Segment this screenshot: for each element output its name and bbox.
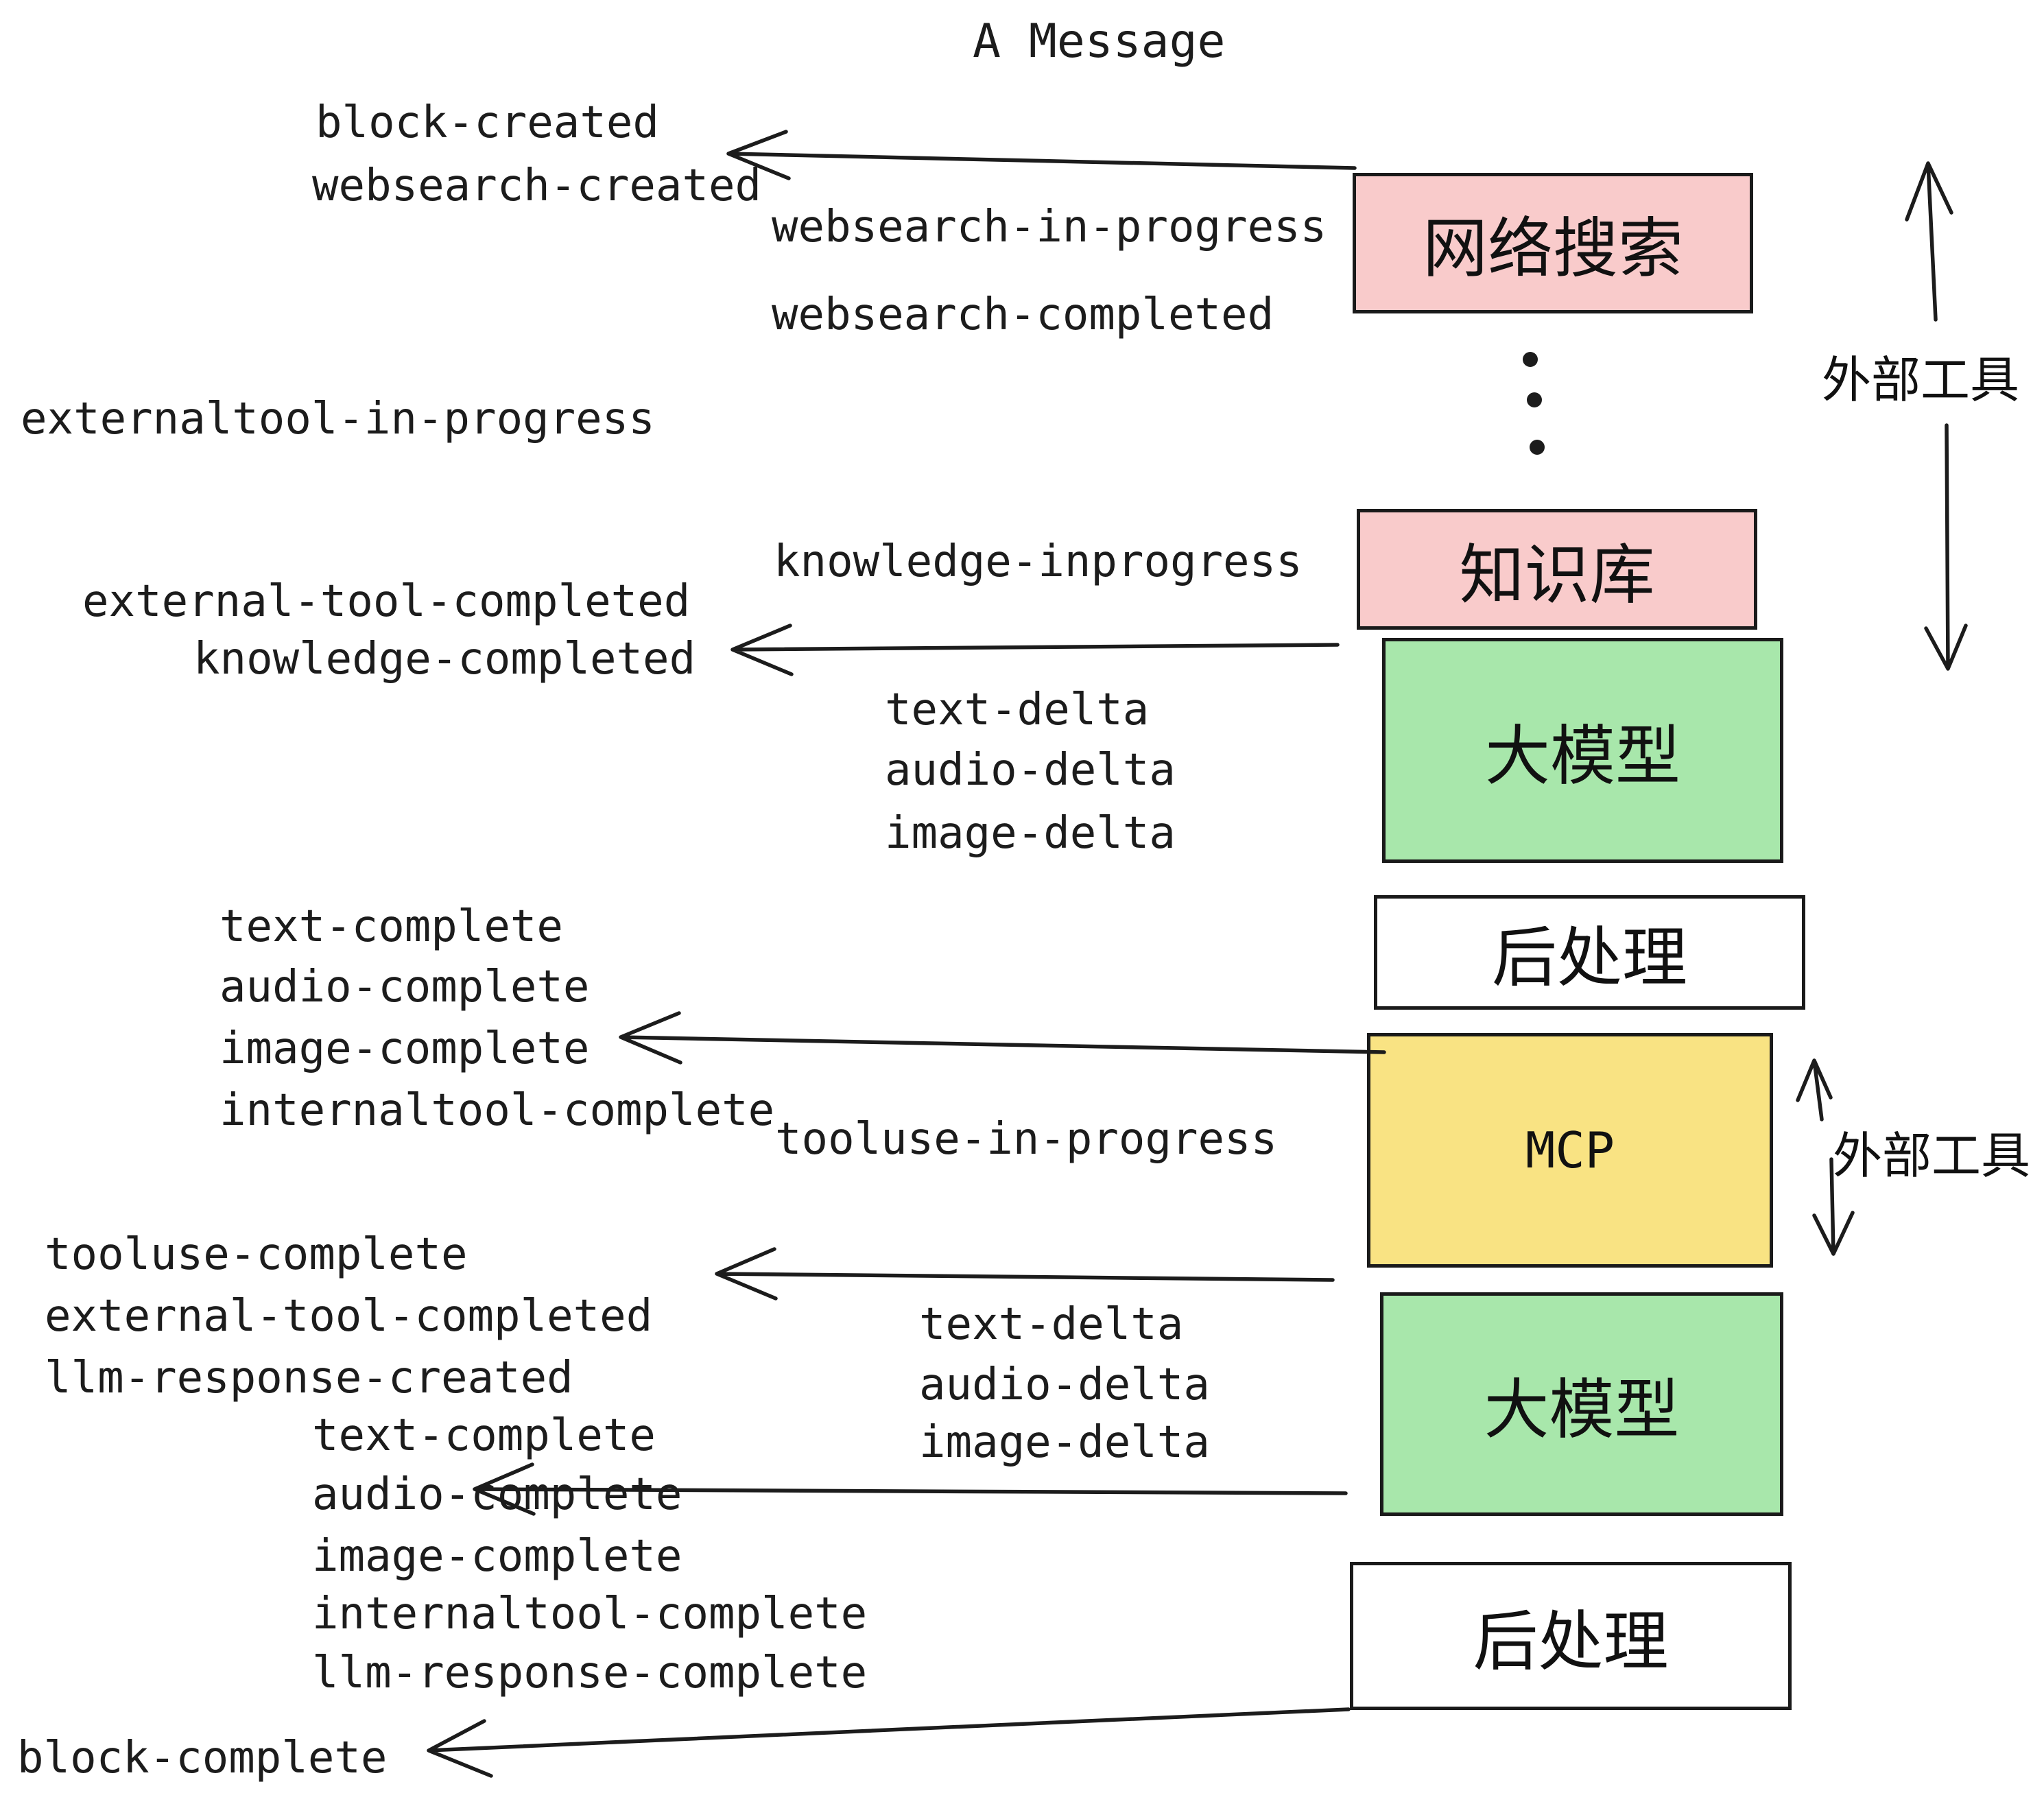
event-label-block-complete: block-complete bbox=[17, 1733, 388, 1783]
event-label-internaltool-complete: internaltool-complete bbox=[219, 1085, 775, 1136]
event-label-text-complete: text-complete bbox=[219, 901, 563, 952]
event-label-text-delta: text-delta bbox=[919, 1299, 1184, 1350]
event-label-external-tool-completed: external-tool-completed bbox=[82, 576, 691, 627]
arrow-external-tools-up-1 bbox=[1905, 161, 1953, 322]
node-label-websearch: 网络搜索 bbox=[1422, 211, 1683, 287]
external-tools-2-label: 外部工具 bbox=[1833, 1127, 2031, 1185]
event-label-text-delta: text-delta bbox=[885, 685, 1150, 735]
event-label-websearch-completed: websearch-completed bbox=[772, 289, 1274, 340]
external-tools-1-label: 外部工具 bbox=[1822, 351, 2020, 409]
event-label-audio-delta: audio-delta bbox=[885, 745, 1176, 796]
ellipsis-dot-3 bbox=[1530, 440, 1545, 455]
arrow-block-created bbox=[726, 130, 1357, 180]
event-label-tooluse-complete: tooluse-complete bbox=[45, 1229, 468, 1280]
event-label-llm-response-created: llm-response-created bbox=[45, 1353, 573, 1403]
event-label-image-complete: image-complete bbox=[312, 1531, 682, 1582]
event-label-websearch-created: websearch-created bbox=[312, 161, 762, 211]
ellipsis-dot-1 bbox=[1523, 352, 1538, 367]
event-label-knowledge-inprogress: knowledge-inprogress bbox=[774, 536, 1303, 587]
event-label-tooluse-in-progress: tooluse-in-progress bbox=[775, 1114, 1278, 1165]
node-label-llm-2: 大模型 bbox=[1484, 1372, 1680, 1448]
event-label-internaltool-complete: internaltool-complete bbox=[312, 1589, 868, 1639]
node-box-post-2: 后处理 bbox=[1350, 1562, 1792, 1710]
event-label-block-created: block-created bbox=[316, 97, 659, 148]
node-box-llm-1: 大模型 bbox=[1382, 638, 1783, 863]
event-label-text-complete: text-complete bbox=[312, 1410, 656, 1461]
event-label-externaltool-in-progress: externaltool-in-progress bbox=[21, 394, 655, 444]
event-label-image-complete: image-complete bbox=[219, 1023, 590, 1074]
arrow-tooluse-complete bbox=[715, 1247, 1335, 1301]
event-label-image-delta: image-delta bbox=[919, 1417, 1210, 1468]
event-label-knowledge-completed: knowledge-completed bbox=[193, 634, 696, 685]
arrow-knowledge-completed bbox=[730, 624, 1340, 676]
node-box-knowledge: 知识库 bbox=[1357, 509, 1757, 630]
node-label-mcp: MCP bbox=[1525, 1121, 1615, 1179]
ellipsis-dot-2 bbox=[1527, 392, 1542, 407]
node-label-knowledge: 知识库 bbox=[1459, 537, 1655, 613]
arrow-external-tools-down-1 bbox=[1924, 423, 1968, 671]
node-label-post-2: 后处理 bbox=[1473, 1604, 1669, 1680]
event-label-image-delta: image-delta bbox=[885, 808, 1176, 859]
arrow-internal-complete bbox=[619, 1011, 1386, 1065]
diagram-title: A Message bbox=[973, 14, 1226, 69]
node-box-post-1: 后处理 bbox=[1374, 895, 1805, 1010]
node-box-mcp: MCP bbox=[1367, 1033, 1773, 1268]
event-label-audio-complete: audio-complete bbox=[219, 962, 590, 1012]
node-box-llm-2: 大模型 bbox=[1380, 1292, 1783, 1516]
event-label-llm-response-complete: llm-response-complete bbox=[312, 1648, 868, 1698]
node-box-websearch: 网络搜索 bbox=[1353, 173, 1753, 313]
event-label-audio-complete: audio-complete bbox=[312, 1469, 682, 1520]
event-label-websearch-in-progress: websearch-in-progress bbox=[772, 202, 1327, 252]
node-label-post-1: 后处理 bbox=[1491, 921, 1687, 996]
arrow-external-tools-up-2 bbox=[1796, 1058, 1833, 1121]
event-label-audio-delta: audio-delta bbox=[919, 1360, 1210, 1410]
node-label-llm-1: 大模型 bbox=[1484, 718, 1680, 794]
event-label-external-tool-completed: external-tool-completed bbox=[45, 1291, 653, 1342]
arrow-block-complete bbox=[427, 1707, 1351, 1778]
